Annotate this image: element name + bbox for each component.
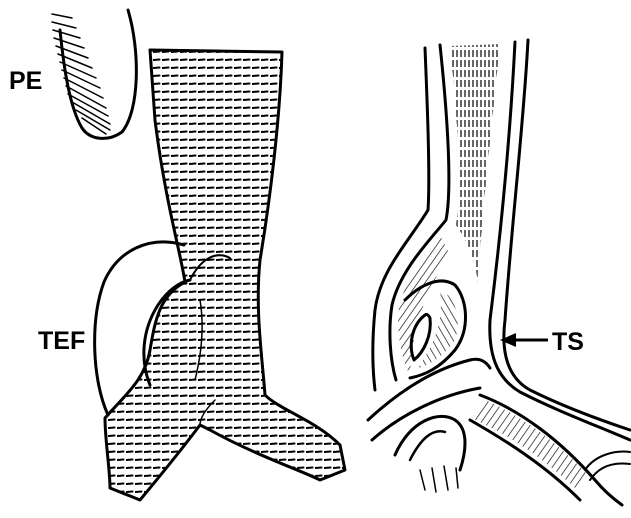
trachea: [105, 50, 345, 500]
outer-wall-right: [504, 40, 630, 430]
left-panel: PE TEF: [9, 10, 345, 500]
label-pe: PE: [9, 67, 42, 95]
right-panel: TS: [368, 40, 630, 505]
esophageal-pouch: [52, 10, 136, 138]
label-ts: TS: [552, 328, 584, 356]
esophageal-lumen: [450, 44, 500, 300]
label-tef: TEF: [38, 327, 85, 355]
ts-arrow: [500, 333, 548, 347]
